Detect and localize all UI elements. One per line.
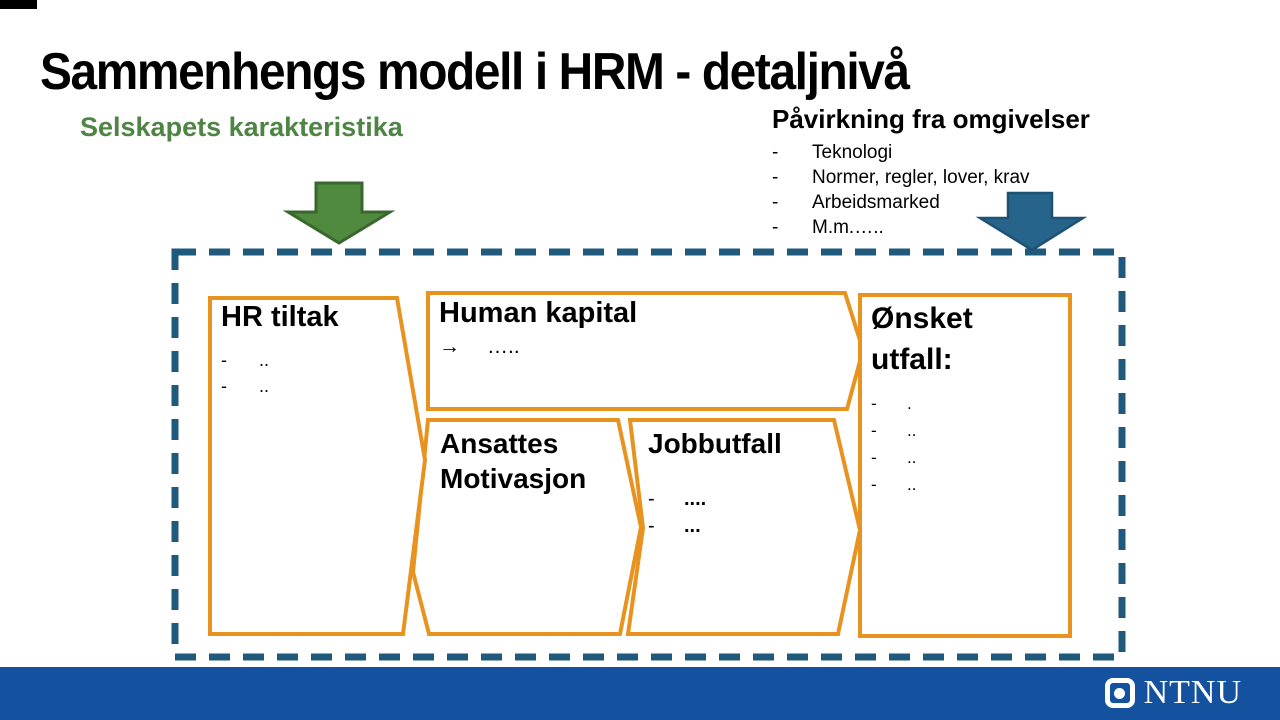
bullet-dash: - (648, 488, 655, 510)
list-item-text: Arbeidsmarked (812, 192, 940, 213)
green-down-arrow-icon (282, 181, 396, 245)
list-item: - Normer, regler, lover, krav (772, 165, 1202, 190)
ansattes-motivasjon-shape (410, 418, 644, 636)
list-item: - .. (871, 444, 973, 471)
environment-heading: Påvirkning fra omgivelser (772, 104, 1090, 134)
bullet-dash: - (772, 217, 779, 238)
environment-list: - Teknologi - Normer, regler, lover, kra… (772, 140, 1202, 240)
bullet-list: - .... - ... (648, 486, 782, 540)
list-item: - .. (871, 417, 973, 444)
bullet-dash: - (871, 448, 877, 467)
environment-influences-block: Påvirkning fra omgivelser - Teknologi - … (772, 104, 1202, 240)
shape-title-line: Ønsket (871, 302, 973, 335)
bullet-dash: - (221, 350, 227, 370)
ntnu-logo-text: NTNU (1143, 674, 1242, 711)
list-item-text: .... (684, 488, 707, 510)
list-item: - Teknologi (772, 140, 1202, 165)
onsket-utfall-shape (858, 293, 1072, 638)
hr-tiltak-text: HR tiltak - .. - .. (221, 301, 339, 399)
footer-bar: NTNU (0, 667, 1280, 720)
ntnu-logo: NTNU (1104, 674, 1242, 711)
bullet-list: - .. - .. (221, 347, 339, 399)
bullet-dash: - (648, 515, 655, 537)
bullet-dash: - (772, 142, 779, 163)
shape-title: HR tiltak (221, 301, 339, 333)
list-item-text: .. (907, 448, 917, 467)
list-item-text: ... (684, 515, 701, 537)
shape-title: Jobbutfall (648, 428, 782, 459)
list-item: - Arbeidsmarked (772, 190, 1202, 215)
bullet-dash: - (871, 475, 877, 494)
bullet-dash: - (221, 376, 227, 396)
ntnu-logo-icon (1104, 678, 1135, 708)
hr-tiltak-shape (208, 296, 428, 636)
onsket-utfall-text: Ønsket utfall: - . - .. - .. - .. (871, 298, 973, 498)
list-item-text: Normer, regler, lover, krav (812, 167, 1030, 188)
arrow-line: → ….. (439, 335, 637, 359)
top-left-black-mark (0, 0, 37, 9)
list-item: - .. (221, 347, 339, 373)
shape-title: Human kapital (439, 297, 638, 329)
shape-title-line: Ansattes (440, 428, 559, 459)
bullet-dash: - (871, 394, 877, 413)
right-arrow-icon: → (439, 335, 460, 358)
bullet-list: - . - .. - .. - .. (871, 390, 973, 498)
ntnu-logo-dot (1114, 687, 1126, 699)
list-item-text: .. (907, 475, 917, 494)
list-item: - .. (871, 471, 973, 498)
list-item: - .... (648, 486, 782, 513)
ansattes-motivasjon-text: Ansattes Motivasjon (440, 426, 586, 496)
human-kapital-text: Human kapital → ….. (439, 297, 637, 359)
blue-down-arrow-icon (975, 191, 1088, 252)
human-kapital-shape (426, 291, 866, 411)
jobbutfall-shape (625, 418, 863, 636)
shape-title-line: Motivasjon (440, 463, 587, 494)
dashed-frame (171, 248, 1126, 661)
list-item-text: .. (907, 421, 917, 440)
bullet-dash: - (772, 192, 779, 213)
bullet-dash: - (871, 421, 877, 440)
list-item: - . (871, 390, 973, 417)
company-characteristics-label: Selskapets karakteristika (80, 112, 403, 142)
list-item-text: Teknologi (812, 142, 893, 163)
bullet-dash: - (772, 167, 779, 188)
list-item: - .. (221, 373, 339, 399)
list-item: - ... (648, 513, 782, 540)
list-item-text: .. (259, 350, 270, 370)
dots-placeholder: ….. (487, 335, 520, 358)
list-item-text: .. (259, 376, 270, 396)
list-item-text: M.m.….. (812, 217, 884, 238)
list-item: - M.m.….. (772, 215, 1202, 240)
jobbutfall-text: Jobbutfall - .... - ... (648, 428, 782, 540)
list-item-text: . (907, 394, 912, 413)
shape-title-line: utfall: (871, 343, 953, 376)
slide-title: Sammenhengs modell i HRM - detaljnivå (40, 43, 910, 101)
